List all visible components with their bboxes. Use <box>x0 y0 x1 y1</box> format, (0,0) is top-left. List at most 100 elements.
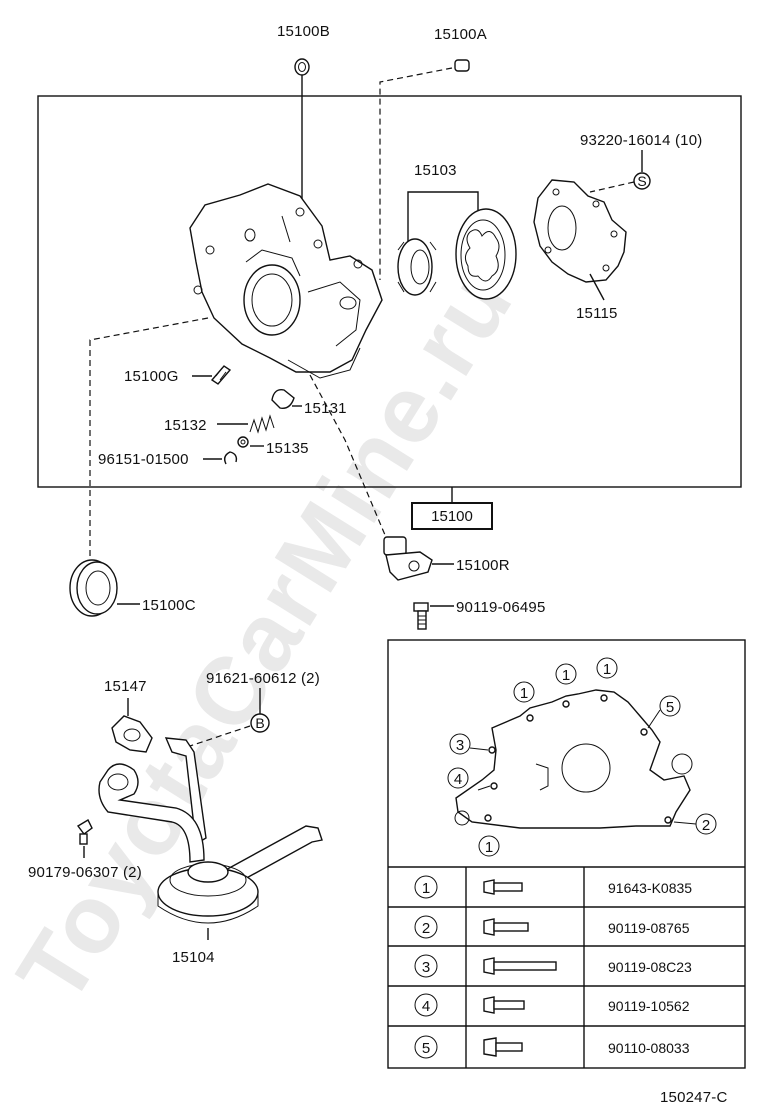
label-90179[interactable]: 90179-06307 (2) <box>28 864 142 881</box>
leader-15100A <box>379 67 453 280</box>
leader-15115 <box>589 273 605 301</box>
position-marker-4[interactable]: 4 <box>447 767 469 789</box>
label-93220[interactable]: 93220-16014 (10) <box>580 132 702 149</box>
gasket-15147[interactable] <box>111 715 153 753</box>
o-ring-15100B-hole <box>298 62 306 72</box>
spring-15132 <box>249 414 275 434</box>
label-15104[interactable]: 15104 <box>172 949 215 966</box>
retainer-15135 <box>237 436 249 448</box>
leader-pos2 <box>673 821 697 825</box>
outer-rotor[interactable] <box>455 208 517 300</box>
label-15135[interactable]: 15135 <box>266 440 309 457</box>
position-marker-2-text: 2 <box>702 817 710 834</box>
label-15147[interactable]: 15147 <box>104 678 147 695</box>
position-marker-1a-text: 1 <box>520 685 528 702</box>
position-marker-3-text: 3 <box>456 737 464 754</box>
bolt-table-row-1-index: 1 <box>422 880 430 897</box>
label-96151[interactable]: 96151-01500 <box>98 451 189 468</box>
bolt-90179-06307 <box>76 819 93 845</box>
position-marker-1c[interactable]: 1 <box>596 657 618 679</box>
bolt-table-row-3-part-number: 90119-08C23 <box>608 959 692 975</box>
bolt-table-row-3[interactable]: 3 90119-08C23 <box>414 954 692 978</box>
pump-cover-plate[interactable] <box>533 179 627 283</box>
label-15100G[interactable]: 15100G <box>124 368 179 385</box>
bolt-icon <box>483 918 495 936</box>
position-marker-1d-text: 1 <box>485 839 493 856</box>
bolt-table-row-4[interactable]: 4 90119-10562 <box>414 993 690 1017</box>
leader-pos3 <box>469 747 489 751</box>
position-marker-5-text: 5 <box>666 699 674 716</box>
bolt-table-row-5-part-number: 90110-08033 <box>608 1040 690 1056</box>
retainer-15135-hole <box>240 439 246 445</box>
position-marker-1c-text: 1 <box>603 661 611 678</box>
bolt-table-row-2-index: 2 <box>422 920 430 937</box>
dowel-pin-15100A <box>454 59 470 72</box>
position-marker-4-text: 4 <box>454 771 462 788</box>
position-marker-1d[interactable]: 1 <box>478 835 500 857</box>
bolt-table-row-1[interactable]: 1 91643-K0835 <box>414 875 692 899</box>
housing-outline-view <box>454 689 693 829</box>
bolt-icon-shank <box>495 1042 523 1052</box>
screw-marker-S-text: S <box>637 173 646 189</box>
bolt-icon <box>483 879 495 895</box>
bolt-90119-06495 <box>413 602 429 630</box>
label-15132[interactable]: 15132 <box>164 417 207 434</box>
bolt-table-row-4-index: 4 <box>422 998 430 1015</box>
position-marker-3[interactable]: 3 <box>449 733 471 755</box>
label-15100C[interactable]: 15100C <box>142 597 196 614</box>
label-91621[interactable]: 91621-60612 (2) <box>206 670 320 687</box>
label-15131[interactable]: 15131 <box>304 400 347 417</box>
oil-strainer-15104[interactable] <box>98 737 323 924</box>
label-15115[interactable]: 15115 <box>576 305 618 322</box>
oil-pump-housing[interactable] <box>189 183 383 379</box>
inner-rotor[interactable] <box>397 238 437 296</box>
plug-15100G <box>210 365 232 385</box>
leader-15103 <box>407 191 479 255</box>
bolt-icon <box>483 1037 497 1057</box>
oil-seal-15100C[interactable] <box>69 559 118 617</box>
position-marker-1b[interactable]: 1 <box>555 663 577 685</box>
label-15100R[interactable]: 15100R <box>456 557 510 574</box>
oil-pressure-switch-15100R[interactable] <box>383 536 433 581</box>
bolt-table-row-2-part-number: 90119-08765 <box>608 920 690 936</box>
bolt-table-row-5[interactable]: 5 90110-08033 <box>414 1035 690 1059</box>
label-15100A[interactable]: 15100A <box>434 26 487 43</box>
assembly-code-box[interactable] <box>411 502 493 530</box>
bolt-table-row-2[interactable]: 2 90119-08765 <box>414 915 690 939</box>
leader-pos5 <box>647 709 661 729</box>
leader-91621-bolt <box>183 725 251 749</box>
bolt-icon-shank <box>493 961 557 971</box>
bolt-icon-shank <box>493 1000 525 1010</box>
screw-marker-S <box>633 172 651 190</box>
leader-pos4 <box>477 785 491 791</box>
bolt-icon-shank <box>493 922 529 932</box>
watermark: ToyotaCarMine.ru <box>0 251 533 1021</box>
position-marker-5[interactable]: 5 <box>659 695 681 717</box>
relief-valve-15131 <box>271 389 295 409</box>
label-15100B[interactable]: 15100B <box>277 23 330 40</box>
o-ring-15100B <box>294 58 310 76</box>
diagram-code: 150247-C <box>660 1089 727 1106</box>
bolt-table-row-3-index: 3 <box>422 959 430 976</box>
label-15103[interactable]: 15103 <box>414 162 457 179</box>
bolt-location-panel <box>387 639 746 1069</box>
leader-93220-screw <box>589 181 635 193</box>
assembly-code: 15100 <box>431 508 473 525</box>
assembly-frame <box>37 95 742 488</box>
bolt-marker-B-text: B <box>255 715 264 731</box>
bolt-table-row-1-part-number: 91643-K0835 <box>608 880 692 896</box>
position-marker-2[interactable]: 2 <box>695 813 717 835</box>
bolt-table-row-4-part-number: 90119-10562 <box>608 998 690 1014</box>
bolt-table-row-5-index: 5 <box>422 1040 430 1057</box>
position-marker-1a[interactable]: 1 <box>513 681 535 703</box>
leader-15100C <box>89 317 209 565</box>
bolt-table: 1 91643-K0835 2 90119-08765 3 90119-08C2… <box>388 867 745 1068</box>
label-90119-06495[interactable]: 90119-06495 <box>456 599 546 616</box>
snap-ring-96151 <box>223 451 238 465</box>
leader-15100R <box>309 374 386 536</box>
bolt-icon <box>483 996 495 1014</box>
bolt-icon <box>483 957 495 975</box>
bolt-icon-shank <box>493 882 523 892</box>
